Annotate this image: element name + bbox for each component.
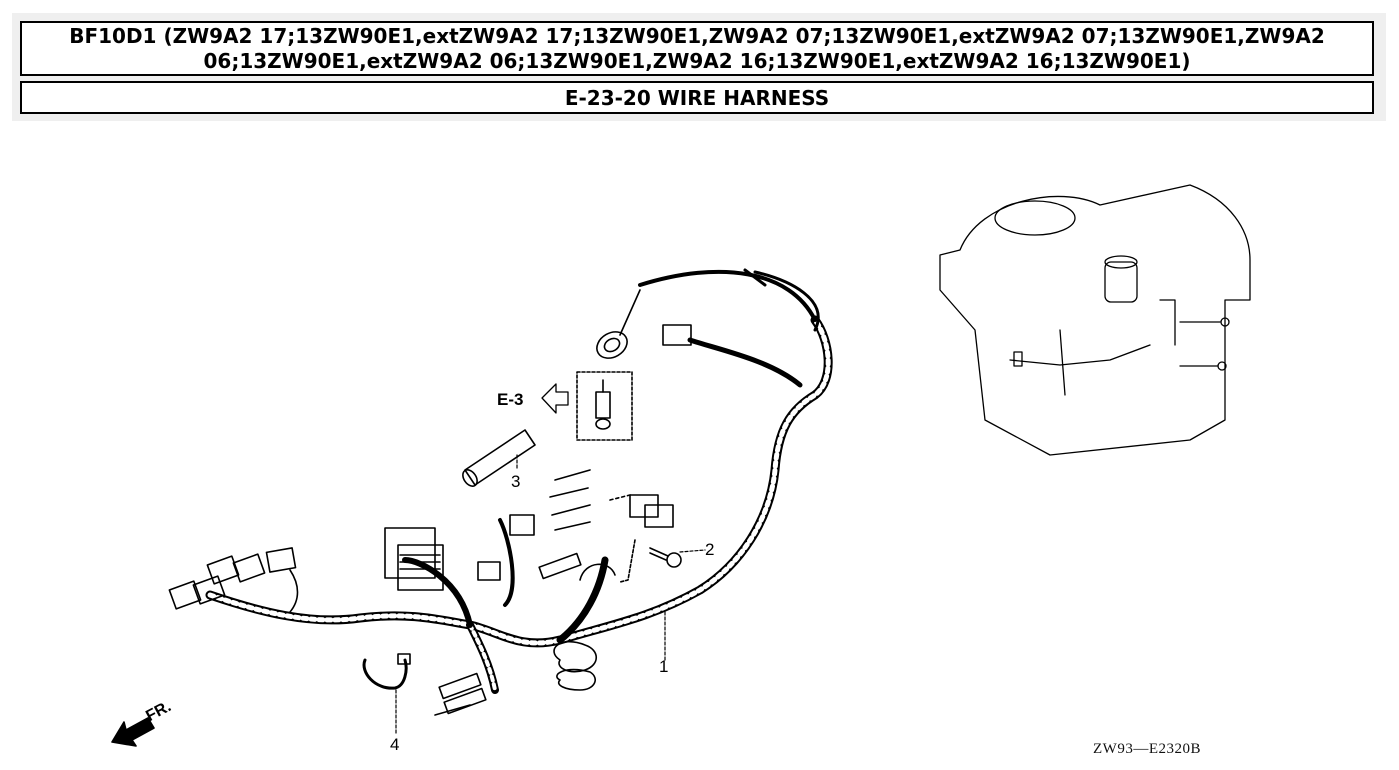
parts-diagram: E-3 1 2 3 4 FR. ZW93—E2320B — [0, 125, 1399, 770]
loop-wire-icon — [556, 668, 596, 691]
front-arrow-icon — [111, 717, 155, 747]
sub-harness-connector-icon — [397, 653, 411, 665]
callout-2[interactable]: 2 — [705, 540, 715, 559]
loop-wire-icon — [553, 640, 598, 673]
protector-tube-icon — [462, 429, 536, 487]
sensor-detail-icon — [576, 371, 633, 441]
top-connector-icon — [662, 324, 692, 346]
round-connector-icon — [596, 289, 641, 359]
bolt-icon — [619, 539, 682, 583]
left-connectors-icon — [168, 547, 299, 613]
reference-label[interactable]: E-3 — [497, 390, 524, 409]
model-title: BF10D1 (ZW9A2 17;13ZW90E1,extZW9A2 17;13… — [20, 21, 1374, 76]
section-title: E-23-20 WIRE HARNESS — [20, 81, 1374, 114]
terminal-icon — [743, 268, 767, 287]
callout-3[interactable]: 3 — [511, 472, 521, 491]
main-harness-icon — [205, 269, 833, 694]
callout-4[interactable]: 4 — [390, 735, 400, 754]
terminals-icon — [434, 469, 591, 716]
connector-icon — [509, 514, 535, 536]
header-panel: BF10D1 (ZW9A2 17;13ZW90E1,extZW9A2 17;13… — [12, 13, 1386, 121]
engine-locator-icon — [939, 184, 1251, 456]
block-connector-icon — [384, 527, 444, 591]
connector-icon — [644, 504, 674, 528]
reference-arrow-icon — [541, 383, 569, 414]
sub-harness-icon — [362, 658, 408, 690]
leader-line-2 — [679, 549, 706, 553]
callout-1[interactable]: 1 — [659, 657, 669, 676]
wire-harness-drawing — [111, 184, 1251, 747]
connector-icon — [477, 561, 501, 581]
drawing-code: ZW93—E2320B — [1093, 741, 1201, 757]
connector-icon — [629, 494, 659, 518]
loop-wire-icon — [579, 563, 616, 581]
